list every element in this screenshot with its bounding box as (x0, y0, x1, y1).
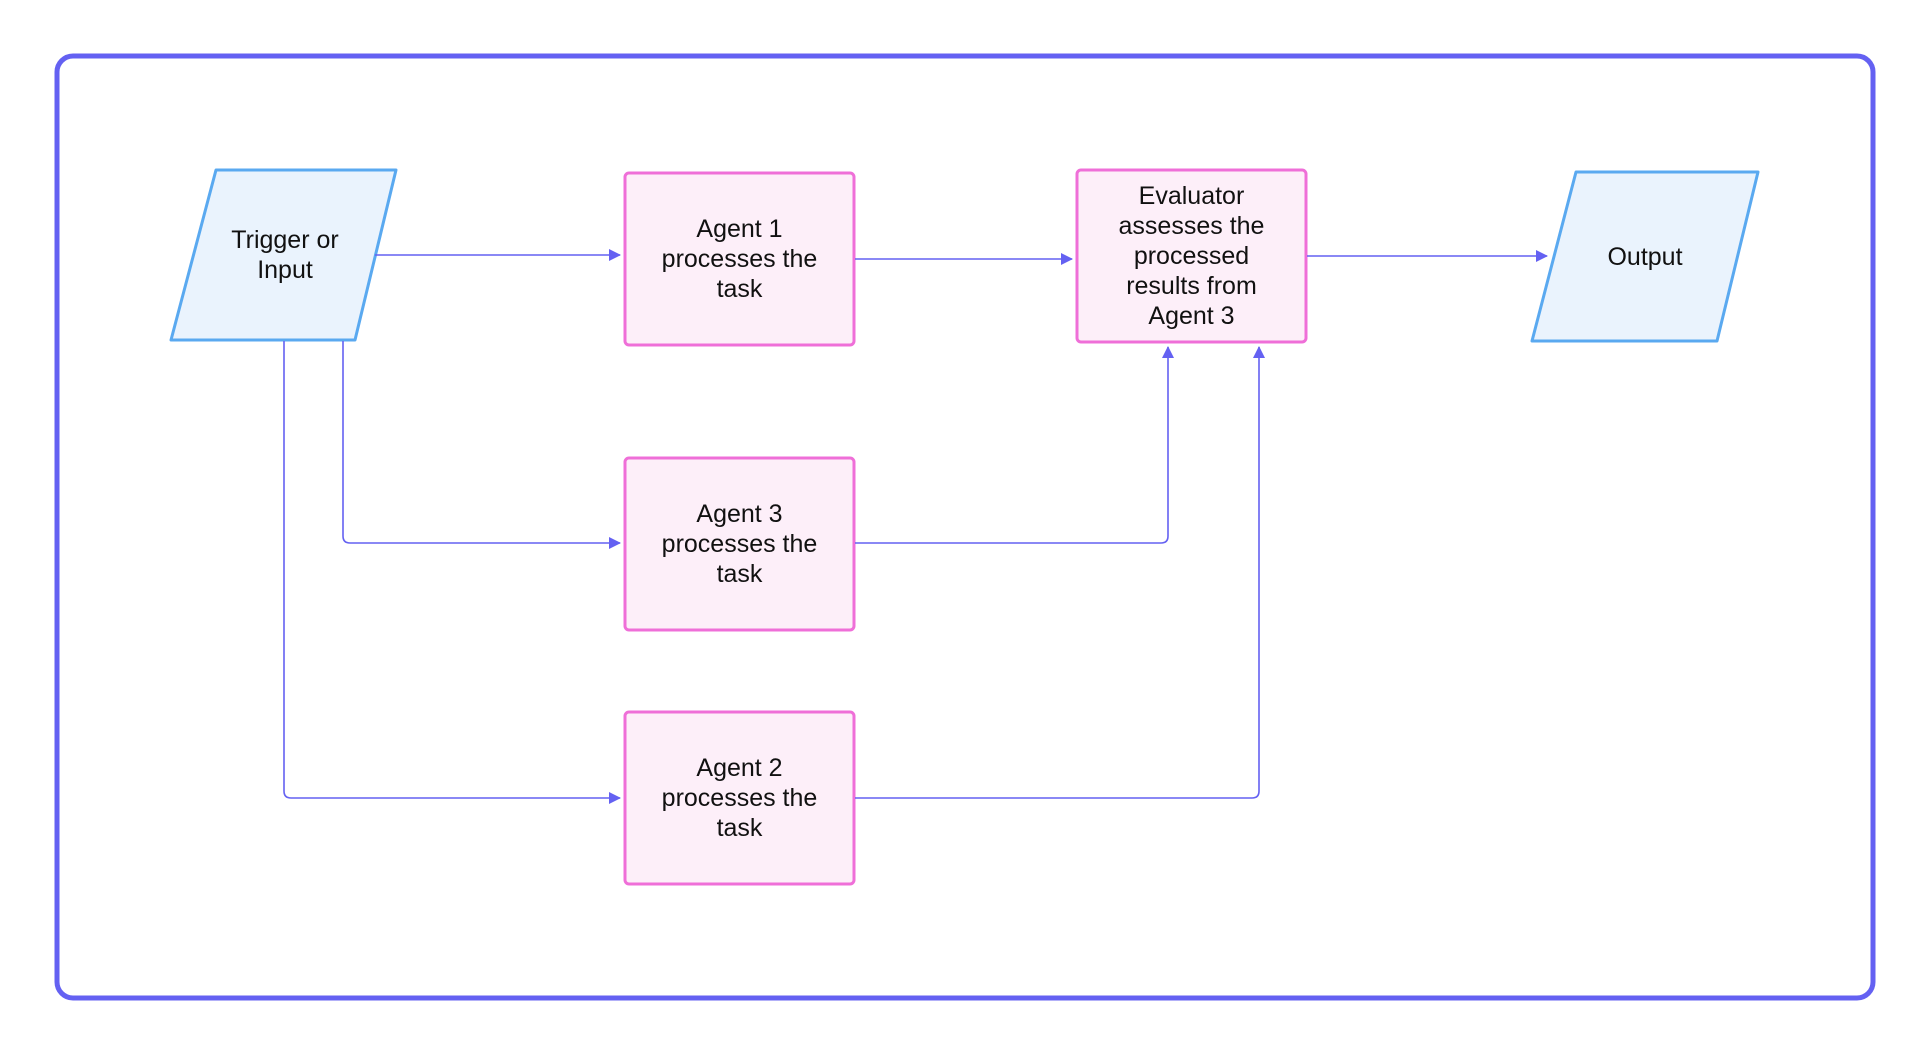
agent3-box-shape[interactable] (623, 456, 856, 632)
trigger-input-shape[interactable] (169, 168, 398, 342)
output-label: Output (1607, 242, 1683, 271)
edge-trigger-to-agent3 (342, 341, 621, 549)
output-shape[interactable] (1530, 170, 1760, 343)
agent3-label: Agent 3 processes the task (661, 500, 818, 588)
edge-trigger-to-agent2 (283, 341, 621, 804)
agent2-box-shape[interactable] (623, 710, 856, 886)
trigger-input-label: Trigger or Input (231, 226, 339, 284)
evaluator-box-shape[interactable] (1075, 168, 1308, 344)
diagram-frame (54, 53, 1876, 1001)
edge-agent3-to-evaluator (855, 346, 1174, 544)
agent1-label: Agent 1 processes the task (661, 215, 818, 303)
agent1-box-shape[interactable] (623, 171, 856, 347)
evaluator-label: Evaluator assesses the processed results… (1118, 182, 1265, 330)
edge-agent2-to-evaluator (855, 346, 1265, 799)
agent2-label: Agent 2 processes the task (661, 754, 818, 842)
